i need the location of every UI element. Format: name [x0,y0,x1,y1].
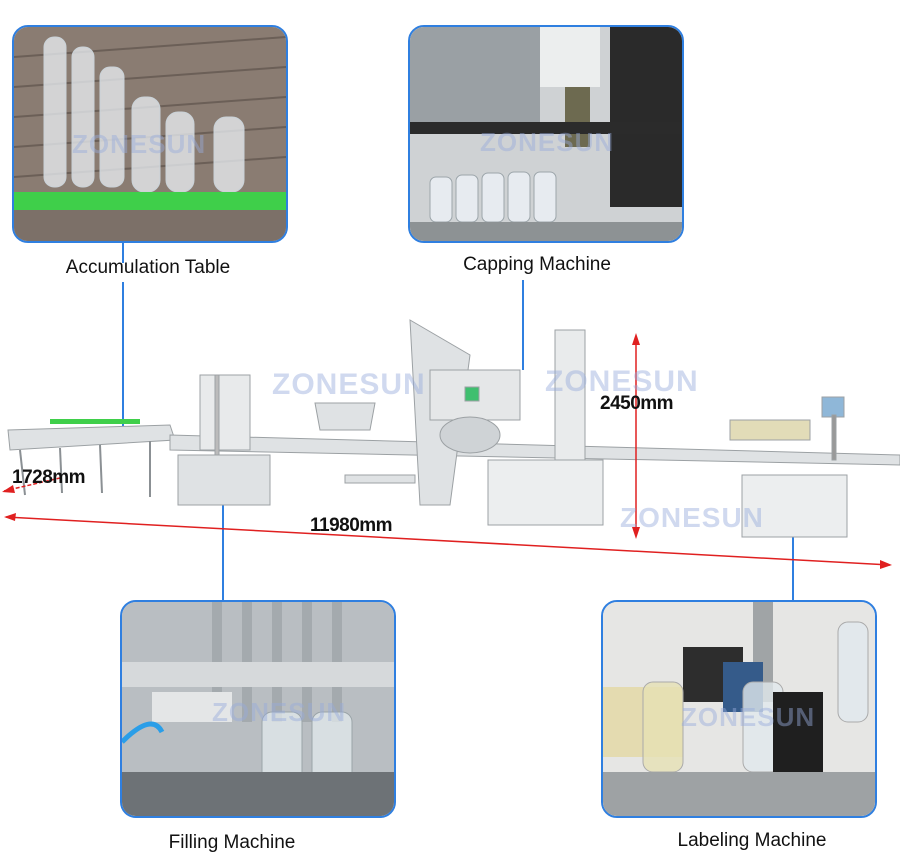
connector-line [792,530,794,600]
watermark: ZONESUN [620,502,764,533]
connector-line [122,243,124,263]
width-dimension: 1728mm [12,467,86,488]
height-dimension: 2450mm [600,393,674,414]
filling-machine-photo: ZONESUN [120,600,396,818]
watermark: ZONESUN [272,368,426,401]
watermark: ZONESUN [72,129,207,159]
watermark: ZONESUN [545,365,699,398]
watermark: ZONESUN [681,702,816,732]
accumulation-table-label: Accumulation Table [65,257,231,278]
filling-machine-label: Filling Machine [168,832,296,853]
watermark: ZONESUN [480,127,615,157]
watermark: ZONESUN [212,697,347,727]
production-line-illustration [2,319,900,569]
connector-line [522,280,524,370]
capping-machine-label: Capping Machine [463,254,611,275]
accumulation-table-photo: ZONESUN [12,25,288,243]
connector-line [122,282,124,427]
length-dimension: 11980mm [310,515,393,536]
labeling-machine-photo: ZONESUN [601,600,877,818]
capping-machine-photo: ZONESUN [408,25,684,243]
connector-line [222,490,224,600]
labeling-machine-label: Labeling Machine [677,830,827,851]
